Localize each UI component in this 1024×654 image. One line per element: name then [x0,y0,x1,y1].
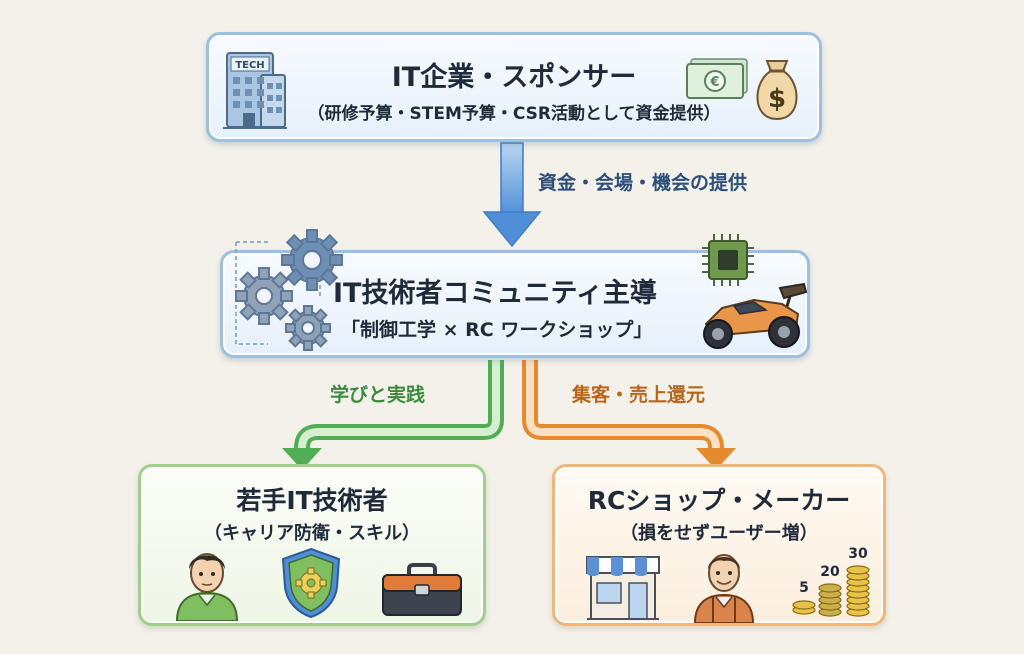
community-title: IT技術者コミュニティ主導 [333,278,657,309]
arrow-funding-label: 資金・会場・機会の提供 [538,172,748,194]
office-building-icon: TECH [221,45,289,131]
sponsor-subtitle: （研修予算・STEM予算・CSR活動として資金提供） [307,104,721,124]
banknote-icon: € [685,57,751,101]
arrow-learning-label: 学びと実践 [330,384,426,406]
shop-subtitle: （損をせずユーザー増） [620,523,818,544]
money-bag-icon: $ [747,49,807,123]
toolbox-icon [379,563,465,619]
engineer-title: 若手IT技術者 [236,486,388,515]
coin-label-medium: 20 [820,564,840,580]
building-sign: TECH [235,60,264,71]
storefront-icon [583,551,663,621]
sponsor-box: IT企業・スポンサー （研修予算・STEM予算・CSR活動として資金提供） TE… [206,32,822,142]
arrow-funding-down [482,142,542,248]
gears-icon [228,224,348,356]
person-icon [171,543,243,621]
community-subtitle: 「制御工学 × RC ワークショップ」 [341,319,653,341]
svg-text:€: € [709,75,719,90]
coin-label-small: 5 [799,580,809,596]
sponsor-title: IT企業・スポンサー [391,62,637,93]
arrow-learning [282,360,504,470]
arrow-revenue [522,360,736,470]
arrow-revenue-label: 集客・売上還元 [572,384,706,406]
shop-title: RCショップ・メーカー [587,486,851,515]
coin-label-large: 30 [848,546,868,562]
microchip-icon [700,232,756,288]
rc-car-icon [692,280,810,354]
coin-stacks-icon: 5 20 30 [784,532,884,618]
engineer-subtitle: （キャリア防衛・スキル） [204,523,420,544]
money-bag-symbol: $ [768,84,786,114]
shield-gear-icon [279,547,343,619]
shopkeeper-icon [691,543,757,623]
engineer-box: 若手IT技術者 （キャリア防衛・スキル） [138,464,486,626]
